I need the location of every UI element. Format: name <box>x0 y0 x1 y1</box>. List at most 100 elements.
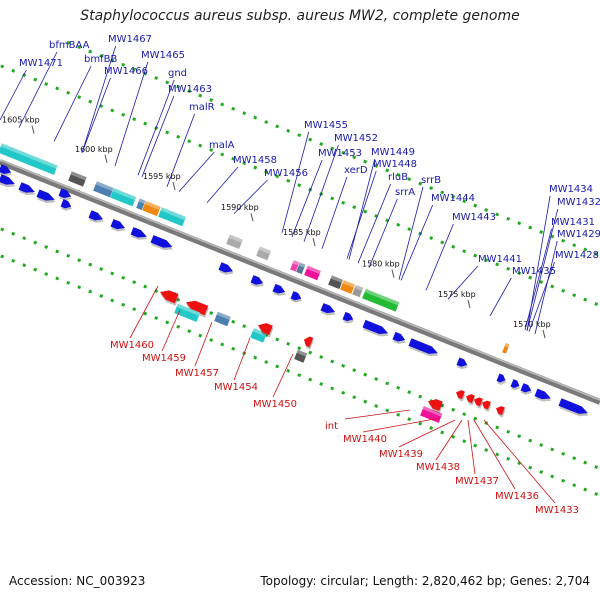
tick-mark <box>542 329 546 339</box>
reverse-feature-shape <box>174 303 201 322</box>
top-leader-line <box>357 183 391 264</box>
gc-dot <box>341 150 346 155</box>
top-leader-line <box>291 159 323 237</box>
top-leader-line <box>18 51 58 128</box>
gc-dot <box>132 67 137 72</box>
rna-arrow <box>466 394 476 406</box>
top-gene-label: bmfBB <box>84 54 117 65</box>
gc-dot <box>44 82 49 86</box>
gc-dot <box>132 280 137 285</box>
gc-dot <box>550 447 555 452</box>
cds-forward-shape <box>392 331 406 342</box>
bottom-leader-line <box>161 309 181 352</box>
feature-block <box>296 262 306 275</box>
top-leader-line <box>526 208 559 331</box>
rna-arrow <box>496 406 506 418</box>
gc-dot <box>198 143 203 148</box>
bottom-gene-label: MW1460 <box>110 340 154 351</box>
gc-dot <box>407 227 412 232</box>
top-gene-label: MW1458 <box>233 155 277 166</box>
top-leader-line <box>346 170 377 259</box>
feature-block-gloss <box>144 200 161 210</box>
gc-dot <box>209 98 214 102</box>
cds-forward-shape <box>456 357 468 367</box>
rna-arrow-shape <box>482 400 491 410</box>
cds-forward-shape <box>534 388 551 400</box>
gc-dot <box>297 373 302 378</box>
top-leader-line <box>53 65 92 142</box>
tick-mark <box>391 269 395 278</box>
gc-dot <box>396 412 401 417</box>
gc-dot <box>220 102 225 107</box>
gc-dot <box>253 165 258 170</box>
gc-dot <box>0 64 5 69</box>
gc-dot <box>286 178 291 183</box>
tick-label: 1585 kbp <box>283 228 321 237</box>
gc-dot <box>495 452 500 457</box>
gc-dots-layer <box>0 40 599 496</box>
gc-dot <box>55 249 60 254</box>
bottom-leader-line <box>362 417 441 433</box>
gc-dot <box>143 311 148 316</box>
gc-dot <box>220 152 225 157</box>
gc-dot <box>11 231 16 236</box>
feature-block-shape <box>290 260 300 272</box>
cds-forward <box>110 219 126 232</box>
gc-dot <box>176 297 181 302</box>
gc-dot <box>440 240 445 245</box>
feature-block-gloss <box>364 288 400 306</box>
gc-dot <box>407 390 412 395</box>
cds-forward <box>36 189 56 204</box>
top-gene-label: MW1448 <box>373 159 417 170</box>
bottom-leader-line <box>467 419 476 475</box>
gc-dot <box>319 355 324 359</box>
top-gene-label: MW1432 <box>557 197 600 208</box>
gc-dot <box>0 254 5 259</box>
top-gene-label: MW1467 <box>108 34 152 45</box>
top-leader-line <box>114 61 149 167</box>
gc-dot <box>451 194 456 199</box>
gc-dot <box>396 172 401 177</box>
gc-dot <box>550 474 555 479</box>
top-gene-label: MW1449 <box>371 147 415 158</box>
gc-dot <box>275 174 280 179</box>
gc-dot <box>473 203 478 208</box>
gc-dot <box>330 196 335 201</box>
feature-block <box>502 342 510 354</box>
top-gene-label: gnd <box>168 68 187 79</box>
top-gene-label: rluB <box>388 172 408 183</box>
feature-block <box>0 143 58 175</box>
top-leader-line <box>447 265 479 300</box>
genome-backbone-highlight <box>0 159 600 401</box>
gc-dot <box>385 168 390 173</box>
cds-forward <box>520 383 532 395</box>
gc-dot <box>66 40 71 45</box>
top-gene-label: malA <box>209 140 235 151</box>
tick-mark <box>312 237 316 247</box>
top-gene-label: MW1455 <box>304 120 348 131</box>
bottom-leader-line <box>233 337 251 381</box>
feature-block <box>352 284 364 298</box>
gc-dot <box>495 212 500 217</box>
feature-block <box>290 260 300 272</box>
feature-block-shape <box>340 280 355 294</box>
gc-dot <box>209 338 214 342</box>
cds-forward <box>0 174 16 188</box>
gc-dot <box>550 284 555 289</box>
feature-block-shape <box>362 288 400 312</box>
gc-dot <box>286 368 291 373</box>
feature-block <box>362 288 400 312</box>
bottom-gene-label: MW1436 <box>495 491 539 502</box>
bottom-gene-label: MW1457 <box>175 368 219 379</box>
reverse-feature-shape <box>258 323 273 336</box>
top-gene-label: MW1443 <box>452 212 496 223</box>
gc-dot <box>407 177 412 182</box>
tick-label: 1605 kbp <box>2 116 40 125</box>
tick-label: 1595 kbp <box>143 172 181 181</box>
gc-dot <box>583 460 588 465</box>
cds-forward-shape <box>110 219 125 230</box>
cds-forward <box>408 338 439 357</box>
feature-block-gloss <box>95 181 114 192</box>
gc-dot <box>275 364 280 369</box>
